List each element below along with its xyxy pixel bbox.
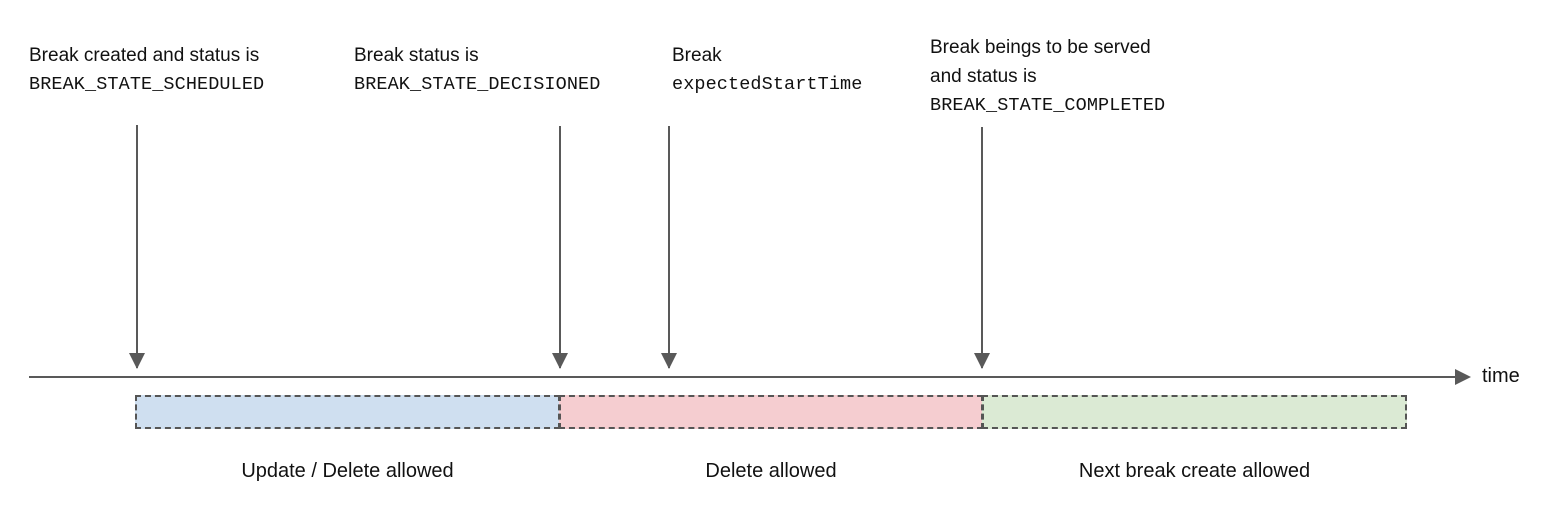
annotation-line-2: BREAK_STATE_SCHEDULED: [29, 74, 265, 95]
pointer-arrow-expected-start-time-icon: [660, 126, 678, 369]
annotation-break-scheduled: Break created and status is BREAK_STATE_…: [29, 41, 264, 99]
annotation-line-3: BREAK_STATE_COMPLETED: [930, 95, 1166, 116]
arrow-head: [552, 353, 568, 369]
phase-bar-delete-only: [559, 395, 983, 429]
annotation-expected-start-time: Break expectedStartTime: [672, 41, 862, 99]
arrow-shaft: [559, 126, 561, 368]
phase-caption-delete-only: Delete allowed: [705, 460, 837, 482]
arrow-shaft: [668, 126, 670, 368]
phase-bar-update-delete: [135, 395, 560, 429]
arrow-shaft: [136, 125, 138, 368]
annotation-break-decisioned: Break status is BREAK_STATE_DECISIONED: [354, 41, 600, 99]
pointer-arrow-decisioned-icon: [551, 126, 569, 369]
axis-arrow-icon: [1455, 369, 1471, 385]
phase-caption-update-delete: Update / Delete allowed: [241, 460, 454, 482]
arrow-head: [661, 353, 677, 369]
annotation-line-2: BREAK_STATE_DECISIONED: [354, 74, 601, 95]
pointer-arrow-completed-icon: [973, 127, 991, 369]
arrow-head: [974, 353, 990, 369]
annotation-line-2: and status is: [930, 66, 1037, 87]
axis-line: [29, 376, 1461, 378]
time-axis-label: time: [1482, 365, 1520, 387]
annotation-line-1: Break created and status is: [29, 45, 260, 66]
annotation-line-1: Break beings to be served: [930, 37, 1151, 58]
phase-bar-next-break: [982, 395, 1407, 429]
annotation-break-completed: Break beings to be served and status is …: [930, 33, 1165, 120]
arrow-shaft: [981, 127, 983, 368]
annotation-line-1: Break: [672, 45, 722, 66]
arrow-head: [129, 353, 145, 369]
pointer-arrow-scheduled-icon: [128, 125, 146, 369]
time-axis: [29, 369, 1471, 385]
phase-caption-next-break: Next break create allowed: [1078, 460, 1311, 482]
annotation-line-2: expectedStartTime: [672, 74, 863, 95]
annotation-line-1: Break status is: [354, 45, 479, 66]
